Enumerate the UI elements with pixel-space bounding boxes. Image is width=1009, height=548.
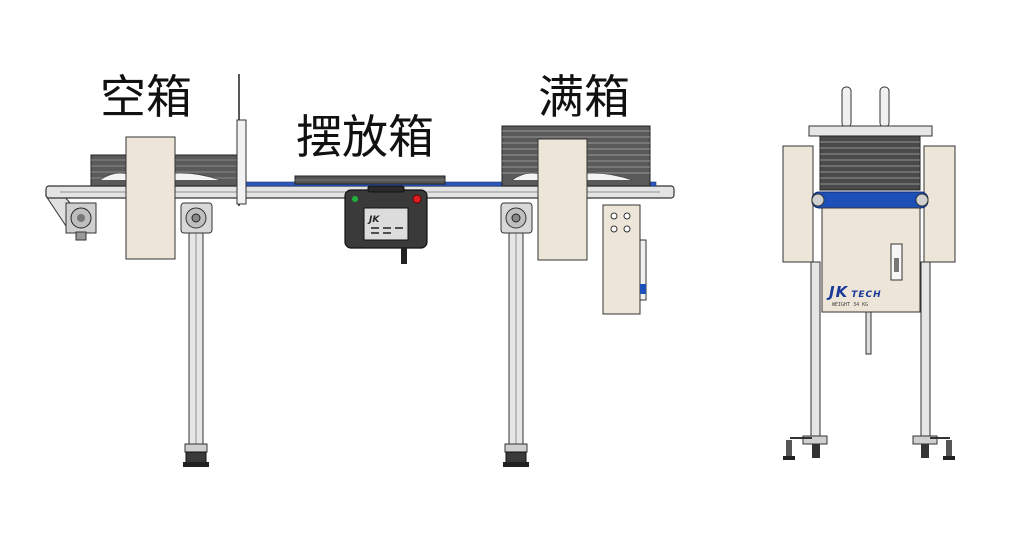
right-leg-bracket [500, 202, 533, 234]
nameplate-text: WEIGHT 34 KG [832, 302, 869, 308]
full-box-label: 满箱 [538, 70, 630, 124]
logo-main-text: JK [829, 283, 849, 301]
side-view [782, 86, 956, 460]
left-leg [183, 231, 209, 467]
electrical-cabinet [602, 204, 647, 315]
hmi-red-button [412, 194, 422, 204]
place-box-tray [294, 175, 446, 185]
place-box-label: 摆放箱 [296, 110, 434, 164]
left-leg-bracket [180, 202, 213, 234]
hmi-panel [344, 185, 428, 264]
hmi-logo: JK [369, 215, 380, 225]
hmi-green-led [352, 196, 358, 202]
empty-box-label: 空箱 [100, 70, 192, 124]
logo-sub-text: TECH [851, 290, 882, 300]
drive-end [45, 195, 97, 241]
box-stop-post [236, 74, 247, 206]
empty-box-guard-panel [125, 136, 176, 260]
right-leg [503, 231, 529, 467]
full-box-guard-panel [537, 138, 588, 261]
